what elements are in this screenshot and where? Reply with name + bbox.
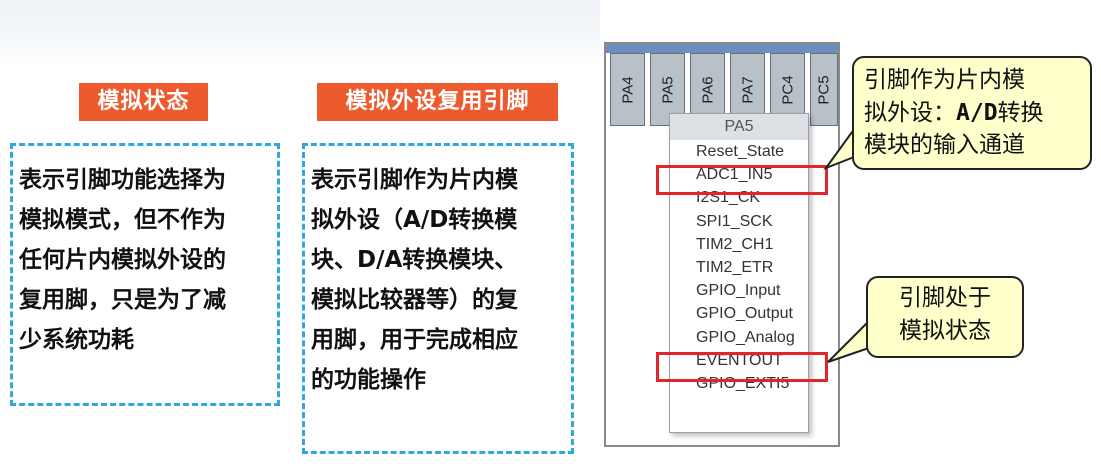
analog-state-description: 表示引脚功能选择为 模拟模式，但不作为 任何片内模拟外设的 复用脚，只是为了减 … (10, 143, 280, 406)
chip-body-edge (606, 44, 838, 53)
description-line: 拟外设（A/D转换模 (311, 207, 518, 234)
menu-item-gpio-output[interactable]: GPIO_Output (696, 305, 793, 323)
callout-line: 拟外设：A/D转换 (864, 99, 1044, 126)
pin-pc5[interactable]: PC5 (810, 53, 838, 126)
menu-item-gpio-input[interactable]: GPIO_Input (696, 282, 781, 300)
highlight-adc1-in5 (656, 165, 828, 195)
callout-line: 引脚处于 (899, 285, 991, 311)
menu-item-tim2-etr[interactable]: TIM2_ETR (696, 258, 774, 276)
menu-item-spi1-sck[interactable]: SPI1_SCK (696, 212, 773, 230)
description-line: 表示引脚功能选择为 (19, 167, 226, 193)
description-line: 少系统功耗 (19, 327, 134, 354)
menu-item-eventout[interactable]: EVENTOUT (696, 351, 783, 369)
description-line: 模拟模式，但不作为 (19, 207, 226, 234)
description-line: 的功能操作 (311, 367, 426, 394)
tag-analog-state: 模拟状态 (79, 83, 208, 121)
menu-item-tim2-ch1[interactable]: TIM2_CH1 (696, 235, 774, 253)
description-line: 复用脚，只是为了减 (19, 287, 226, 314)
highlight-gpio-analog (656, 352, 828, 382)
tag-analog-peripheral-pin: 模拟外设复用引脚 (317, 83, 558, 121)
callout-line: 模拟状态 (899, 317, 991, 344)
pin-pa5[interactable]: PA5 (650, 53, 685, 126)
menu-item-adc1-in5[interactable]: ADC1_IN5 (696, 166, 773, 184)
analog-peripheral-description: 表示引脚作为片内模 拟外设（A/D转换模 块、D/A转换模块、 模拟比较器等）的… (302, 143, 574, 454)
callout-line: 引脚作为片内模 (864, 67, 1025, 93)
menu-header: PA5 (670, 114, 808, 140)
menu-item-reset-state[interactable]: Reset_State (696, 143, 785, 160)
menu-item-gpio-analog[interactable]: GPIO_Analog (696, 328, 795, 346)
callout-line: 模块的输入通道 (864, 132, 1025, 159)
pin-pa4[interactable]: PA4 (610, 53, 645, 126)
description-line: 模拟比较器等）的复 (311, 287, 518, 314)
description-line: 表示引脚作为片内模 (311, 167, 518, 193)
callout-analog-state: 引脚处于 模拟状态 (866, 276, 1024, 358)
header-band (0, 0, 600, 62)
callout-peripheral-input: 引脚作为片内模 拟外设：A/D转换 模块的输入通道 (852, 56, 1092, 170)
description-line: 用脚，用于完成相应 (311, 327, 518, 354)
description-line: 块、D/A转换模块、 (311, 247, 518, 274)
description-line: 任何片内模拟外设的 (19, 247, 226, 274)
